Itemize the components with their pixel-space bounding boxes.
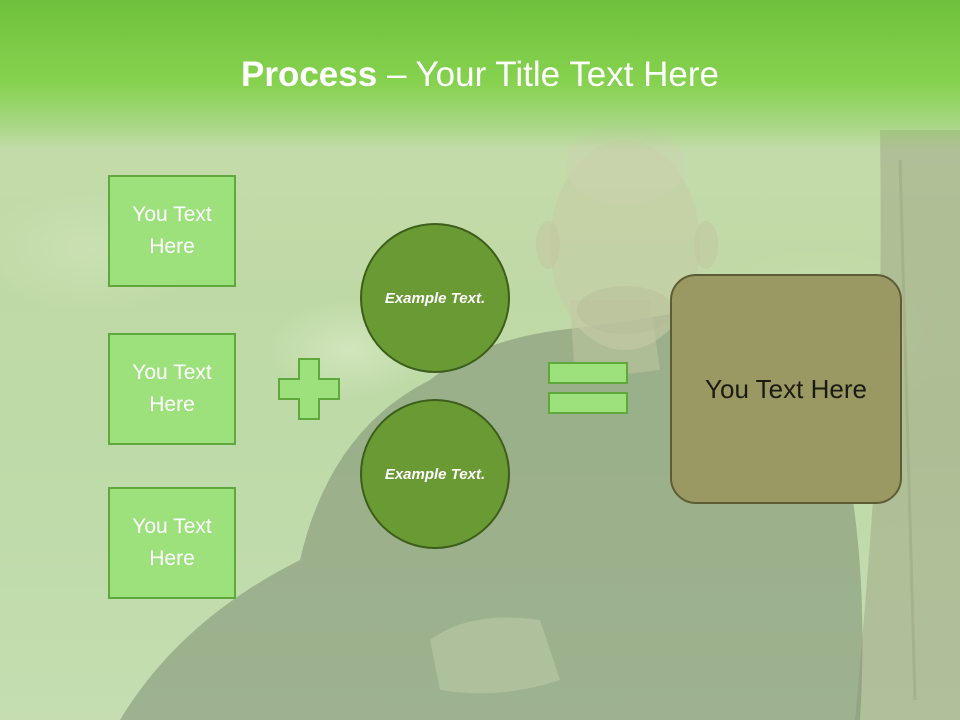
text-box-2-label: You Text Here — [132, 361, 212, 416]
slide-title[interactable]: Process – Your Title Text Here — [0, 52, 960, 98]
title-bold: Process — [241, 55, 378, 94]
text-box-1[interactable]: You Text Here — [108, 175, 236, 287]
result-box[interactable]: You Text Here — [670, 274, 902, 504]
text-box-3[interactable]: You Text Here — [108, 487, 236, 599]
result-box-label: You Text Here — [705, 373, 867, 404]
example-circle-1[interactable]: Example Text. — [360, 223, 510, 373]
text-box-3-label: You Text Here — [132, 515, 212, 570]
example-circle-1-label: Example Text. — [384, 289, 486, 307]
example-circle-2-label: Example Text. — [384, 465, 486, 483]
text-box-2[interactable]: You Text Here — [108, 333, 236, 445]
plus-icon[interactable] — [278, 358, 340, 420]
text-box-1-label: You Text Here — [132, 203, 212, 258]
example-circle-2[interactable]: Example Text. — [360, 399, 510, 549]
title-band — [0, 0, 960, 150]
equals-icon[interactable] — [548, 362, 630, 416]
title-rest: – Your Title Text Here — [377, 55, 719, 94]
